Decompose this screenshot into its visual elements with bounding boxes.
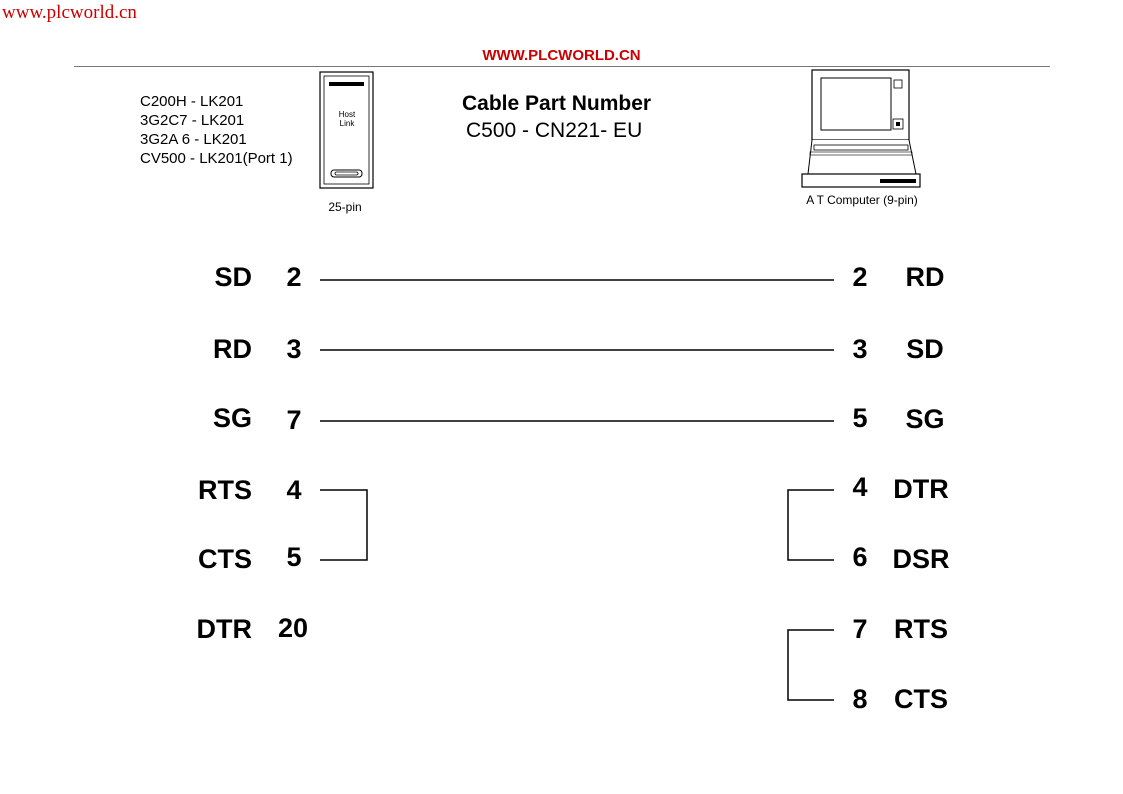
left-pin-number: 5	[286, 542, 302, 572]
cable-part-number: C500 - CN221- EU	[466, 119, 643, 142]
right-signal-label: DSR	[892, 544, 950, 574]
laptop-computer-icon	[801, 69, 921, 188]
left-signal-label: SD	[214, 262, 252, 292]
watermark: www.plcworld.cn	[2, 2, 137, 23]
right-pin-number: 8	[852, 684, 868, 714]
right-signal-label: SD	[906, 334, 944, 364]
header-title: WWW.PLCWORLD.CN	[482, 47, 641, 64]
left-signal-label: RTS	[198, 475, 252, 505]
right-pin-number: 7	[852, 614, 868, 644]
left-signal-label: RD	[213, 334, 252, 364]
plc-model-list: C200H - LK201 3G2C7 - LK201 3G2A 6 - LK2…	[140, 92, 293, 168]
left-pin-number: 7	[286, 405, 302, 435]
host-link-label-line2: Link	[339, 119, 355, 128]
right-pin-number: 5	[852, 403, 868, 433]
left-pin-number: 3	[286, 334, 302, 364]
left-pin-number: 4	[286, 475, 302, 505]
computer-caption: A T Computer (9-pin)	[806, 193, 918, 207]
plc-model-item: CV500 - LK201(Port 1)	[140, 150, 293, 167]
right-pin-number: 4	[852, 472, 868, 502]
jumper-rts-cts-right	[787, 629, 834, 701]
jumper-dtr-dsr-right	[787, 489, 834, 561]
host-link-label: Host Link	[318, 110, 376, 128]
right-signal-label: CTS	[894, 684, 948, 714]
plc-model-item: C200H - LK201	[140, 93, 244, 110]
plc-model-item: 3G2A 6 - LK201	[140, 131, 247, 148]
right-pin-number: 6	[852, 542, 868, 572]
right-pin-number: 2	[852, 262, 868, 292]
host-link-caption: 25-pin	[328, 200, 362, 214]
host-link-module-icon	[319, 71, 374, 189]
right-signal-label: SG	[905, 404, 945, 434]
right-signal-label: RTS	[894, 614, 948, 644]
right-pin-number: 3	[852, 334, 868, 364]
plc-model-item: 3G2C7 - LK201	[140, 112, 245, 129]
left-pin-number: 2	[286, 262, 302, 292]
left-pin-number: 20	[277, 613, 309, 643]
left-signal-label: DTR	[196, 614, 253, 644]
host-link-label-line1: Host	[338, 110, 356, 119]
right-signal-label: RD	[905, 262, 945, 292]
left-signal-label: CTS	[198, 544, 252, 574]
jumper-rts-cts-left	[320, 489, 368, 561]
header-rule	[74, 66, 1050, 67]
cable-part-title: Cable Part Number	[462, 92, 652, 115]
left-signal-label: SG	[212, 403, 252, 433]
right-signal-label: DTR	[893, 474, 949, 504]
